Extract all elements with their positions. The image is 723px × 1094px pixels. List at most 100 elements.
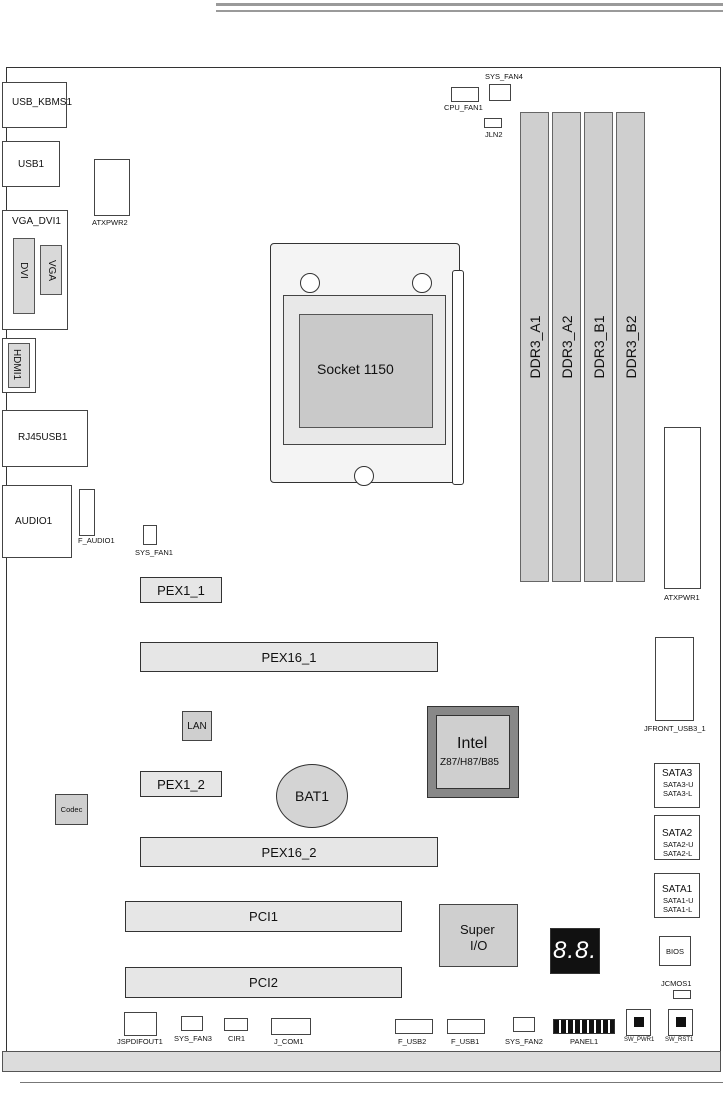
socket-screw-icon — [300, 273, 320, 293]
sw-pwr-button — [626, 1009, 651, 1036]
sys-fan4-header — [489, 84, 511, 101]
pci2-label: PCI2 — [249, 975, 278, 990]
rj45-port — [2, 410, 88, 467]
pex16-1-label: PEX16_1 — [261, 649, 317, 665]
f-usb2-label: F_USB2 — [398, 1037, 427, 1046]
sata1-l-label: SATA1-L — [663, 905, 693, 914]
cpu-fan-label: CPU_FAN1 — [444, 103, 483, 112]
pex16-1-slot: PEX16_1 — [140, 642, 438, 672]
dvi-label: DVI — [17, 262, 29, 279]
sata1-label: SATA1 — [662, 884, 693, 895]
vga-connector — [40, 245, 62, 295]
cpu-fan-header — [451, 87, 479, 102]
sata3-label: SATA3 — [662, 768, 693, 779]
super-io-chip — [439, 904, 518, 967]
f-usb2-header — [395, 1019, 433, 1034]
ddr3-b1-label: DDR3_B1 — [590, 315, 607, 379]
sys-fan2-header — [513, 1017, 535, 1032]
header-rule — [216, 3, 723, 6]
sata1-u-label: SATA1-U — [663, 896, 694, 905]
pex1-2-slot: PEX1_2 — [140, 771, 222, 797]
sata3-l-label: SATA3-L — [663, 789, 693, 798]
vga-dvi-label: VGA_DVI1 — [12, 216, 61, 227]
sata3-connector — [654, 763, 700, 808]
pci1-slot: PCI1 — [125, 901, 402, 932]
sys-fan1-label: SYS_FAN1 — [135, 548, 173, 557]
f-audio-label: F_AUDIO1 — [78, 536, 115, 545]
jcom-label: J_COM1 — [274, 1037, 304, 1046]
ddr3-b2-slot: DDR3_B2 — [616, 112, 645, 582]
hdmi-label: HDMI1 — [11, 348, 23, 381]
sys-fan4-label: SYS_FAN4 — [485, 72, 523, 81]
f-usb1-label: F_USB1 — [451, 1037, 480, 1046]
pex1-1-slot: PEX1_1 — [140, 577, 222, 603]
jspdifout-label: JSPDIFOUT1 — [117, 1037, 163, 1046]
jspdifout-header — [124, 1012, 157, 1036]
lan-chip: LAN — [182, 711, 212, 741]
usb1-label: USB1 — [18, 159, 45, 170]
chipset-inner — [436, 715, 510, 789]
audio-label: AUDIO1 — [15, 516, 53, 527]
jcmos-header — [673, 990, 691, 999]
debug-display: 8.8. — [550, 928, 600, 974]
socket-label: Socket 1150 — [317, 361, 394, 377]
chipset-model-label: Z87/H87/B85 — [440, 757, 499, 768]
ddr3-a2-slot: DDR3_A2 — [552, 112, 581, 582]
pex1-2-label: PEX1_2 — [157, 776, 205, 792]
socket-lever — [452, 270, 464, 485]
bottom-rule — [20, 1082, 723, 1083]
ddr3-a1-slot: DDR3_A1 — [520, 112, 549, 582]
pex16-2-label: PEX16_2 — [261, 844, 317, 860]
seg-display-text: 8.8. — [552, 937, 598, 964]
dvi-connector — [13, 238, 35, 314]
atxpwr1-label: ATXPWR1 — [664, 593, 700, 602]
jcmos-label: JCMOS1 — [661, 979, 692, 988]
sata2-connector — [654, 815, 700, 860]
sata1-connector — [654, 873, 700, 918]
sys-fan3-label: SYS_FAN3 — [174, 1034, 212, 1043]
sw-rst-label: SW_RST1 — [665, 1037, 694, 1043]
battery: BAT1 — [276, 764, 348, 828]
bios-label: BIOS — [666, 946, 684, 956]
chipset-intel-label: Intel — [457, 735, 488, 752]
sata3-u-label: SATA3-U — [663, 780, 694, 789]
socket-screw-icon — [412, 273, 432, 293]
rj45-label: RJ45USB1 — [18, 432, 68, 443]
sw-rst-button — [668, 1009, 693, 1036]
socket-screw-icon — [354, 466, 374, 486]
sata2-u-label: SATA2-U — [663, 840, 694, 849]
bat-label: BAT1 — [295, 788, 329, 804]
ddr3-b1-slot: DDR3_B1 — [584, 112, 613, 582]
sys-fan1-header — [143, 525, 157, 545]
pci2-slot: PCI2 — [125, 967, 402, 998]
super-label: Super — [460, 922, 495, 937]
ddr3-a2-label: DDR3_A2 — [558, 315, 575, 379]
panel-header — [553, 1019, 615, 1034]
ddr3-a1-label: DDR3_A1 — [526, 315, 543, 379]
f-audio-header — [79, 489, 95, 536]
atxpwr1-connector — [664, 427, 701, 589]
codec-label: Codec — [60, 805, 83, 814]
usb1-port — [2, 141, 60, 187]
usb-kbms-port — [2, 82, 67, 128]
sw-pwr-label: SW_PWR1 — [624, 1037, 655, 1043]
pci1-label: PCI1 — [249, 909, 278, 924]
jln2-label: JLN2 — [485, 130, 503, 139]
sata2-l-label: SATA2-L — [663, 849, 693, 858]
sata2-label: SATA2 — [662, 828, 693, 839]
jln2-header — [484, 118, 502, 128]
cir-header — [224, 1018, 248, 1031]
codec-chip: Codec — [55, 794, 88, 825]
ddr3-b2-label: DDR3_B2 — [622, 315, 639, 379]
header-rule-2 — [216, 10, 723, 12]
atxpwr2-connector — [94, 159, 130, 216]
cpu-socket — [299, 314, 433, 428]
usb-kbms-label: USB_KBMS1 — [12, 97, 73, 108]
jcom-header — [271, 1018, 311, 1035]
panel-label: PANEL1 — [570, 1037, 599, 1046]
jfront-usb3-label: JFRONT_USB3_1 — [644, 724, 706, 733]
sys-fan2-label: SYS_FAN2 — [505, 1037, 543, 1046]
board-edge-strip — [2, 1051, 721, 1072]
cir-label: CIR1 — [228, 1034, 246, 1043]
pex1-1-label: PEX1_1 — [157, 582, 205, 598]
